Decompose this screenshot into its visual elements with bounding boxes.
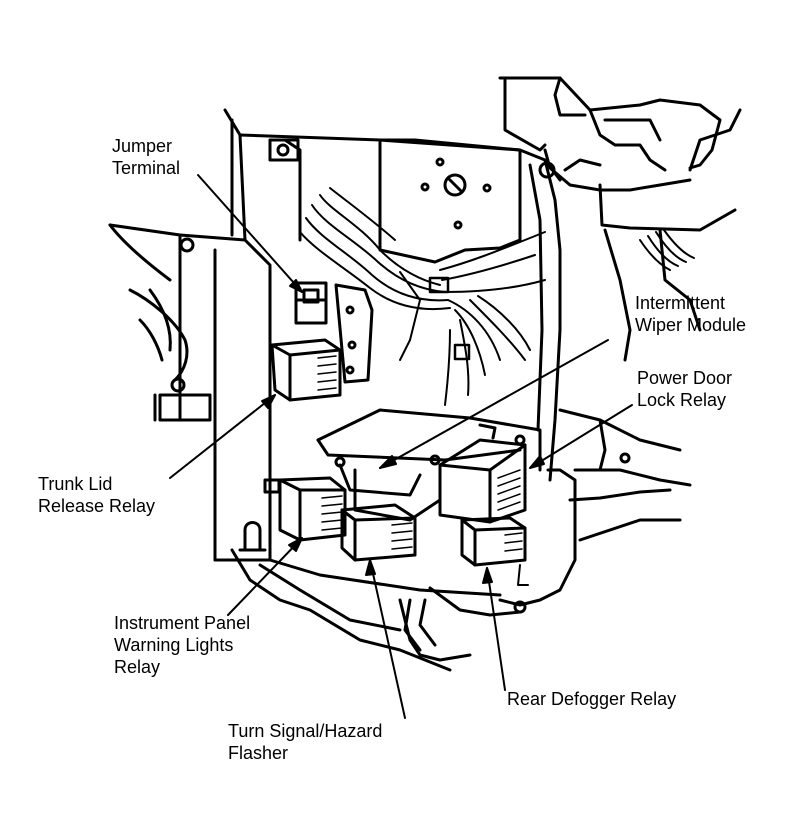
- arrowhead-door-lock-relay: [529, 455, 545, 469]
- label-rear-defogger-relay: Rear Defogger Relay: [507, 689, 677, 709]
- arrowhead-wiper-module: [379, 455, 397, 469]
- mounting-bracket: [378, 138, 522, 264]
- bulb-socket: [238, 521, 267, 552]
- label-power-door-lock-relay: Power Door Lock Relay: [637, 368, 733, 410]
- leader-lines: [169, 174, 633, 719]
- label-turn-signal-hazard-flasher: Turn Signal/Hazard Flasher: [228, 721, 383, 763]
- leader-warning-lights-relay: [227, 537, 303, 616]
- warning-lights-relay: [263, 476, 347, 542]
- leader-jumper-terminal: [197, 174, 303, 293]
- arrowhead-flasher: [365, 559, 376, 576]
- leader-wiper-module: [379, 339, 609, 469]
- turn-signal-flasher: [340, 503, 417, 562]
- label-intermittent-wiper-module: Intermittent Wiper Module: [635, 293, 747, 335]
- right-side-panel: [558, 408, 692, 542]
- jumper-terminal-connector: [294, 281, 374, 384]
- arrowhead-rear-defogger-relay: [482, 567, 493, 584]
- right-wiring-bundle: [639, 229, 695, 271]
- panel-frame: [158, 108, 577, 672]
- leader-trunk-lid-relay: [169, 394, 276, 479]
- left-duct: [108, 223, 189, 422]
- label-jumper-terminal: Jumper Terminal: [112, 136, 181, 178]
- leader-flasher: [369, 559, 406, 719]
- leader-rear-defogger-relay: [486, 567, 506, 691]
- central-wiring-harness: [299, 187, 546, 406]
- power-door-lock-relay: [438, 438, 527, 524]
- wiper-module-plate: [316, 408, 542, 522]
- arrowhead-jumper-terminal: [289, 279, 303, 293]
- arrowhead-trunk-lid-relay: [261, 394, 276, 409]
- arrowhead-warning-lights-relay: [288, 537, 303, 552]
- trunk-lid-release-relay: [270, 338, 342, 402]
- label-warning-lights-relay: Instrument Panel Warning Lights Relay: [114, 613, 251, 677]
- leader-door-lock-relay: [529, 404, 633, 469]
- label-trunk-lid-release-relay: Trunk Lid Release Relay: [38, 474, 156, 516]
- rear-defogger-relay: [460, 516, 529, 586]
